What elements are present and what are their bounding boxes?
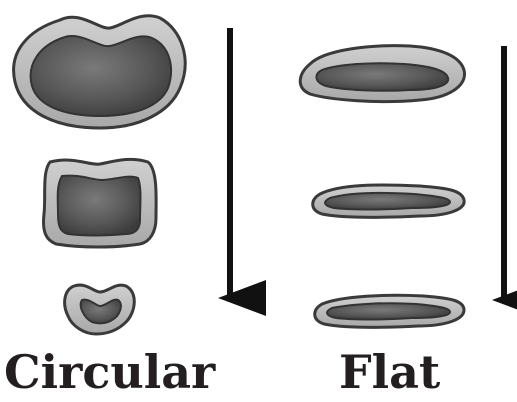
flat-shape-small (315, 295, 464, 327)
flat-shape-large (300, 46, 464, 102)
circular-shape-large (14, 16, 186, 128)
flat-shape-medium (313, 185, 464, 217)
circular-shape-medium (44, 159, 157, 247)
label-circular: Circular (4, 349, 215, 395)
label-flat: Flat (339, 349, 440, 395)
circular-shape-small (65, 285, 135, 334)
